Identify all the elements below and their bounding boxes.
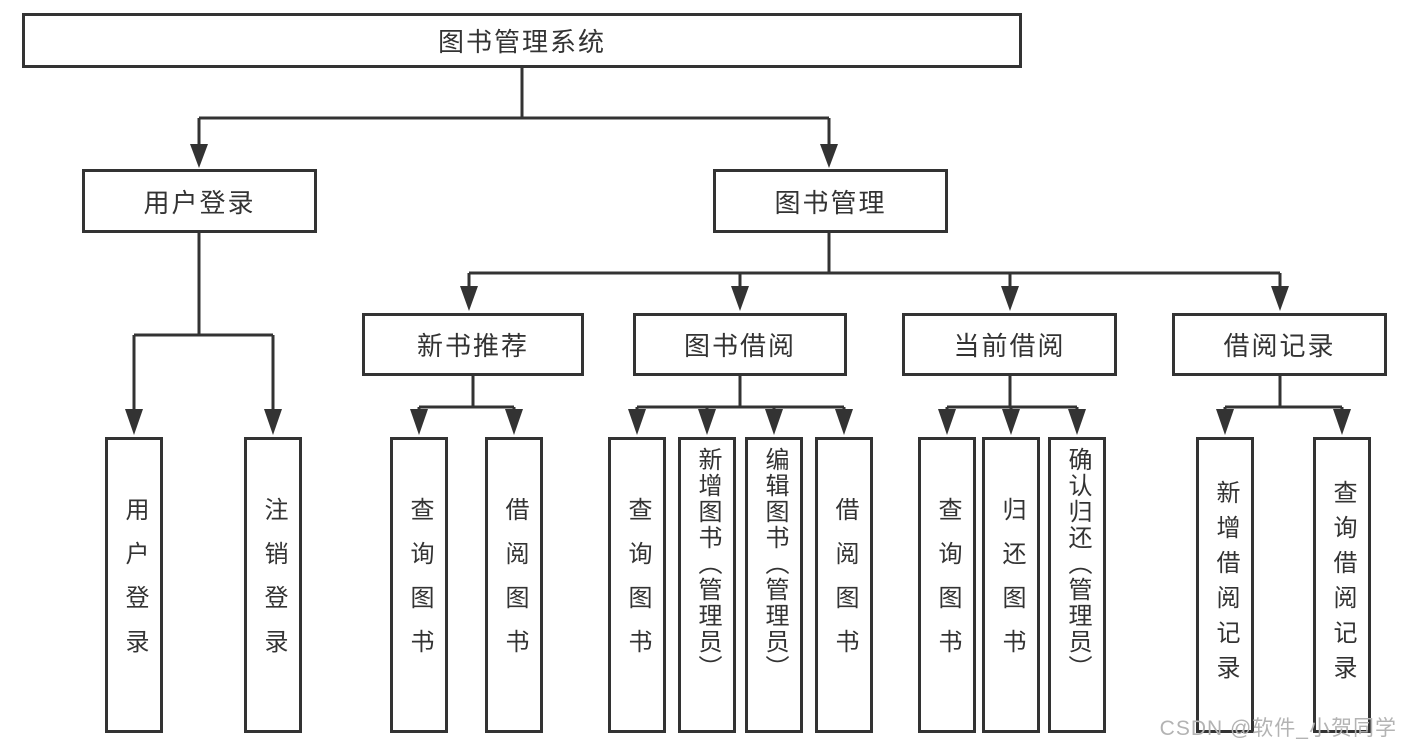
node-label: 归还图书	[998, 497, 1025, 673]
leaf-query-books-borrowing: 查询图书	[608, 437, 666, 733]
node-label: 查询借阅记录	[1329, 480, 1356, 690]
node-label: 用户登录	[121, 497, 148, 673]
leaf-return-book: 归还图书	[982, 437, 1040, 733]
leaf-confirm-return-admin: 确认归还（管理员）	[1048, 437, 1106, 733]
leaf-query-borrow-record: 查询借阅记录	[1313, 437, 1371, 733]
node-label: 借阅图书	[831, 497, 858, 673]
node-label: 新增借阅记录	[1212, 480, 1239, 690]
node-user-login: 用户登录	[82, 169, 317, 233]
node-book-borrowing: 图书借阅	[633, 313, 847, 376]
node-label: 用户登录	[143, 187, 256, 218]
node-label: 确认归还（管理员）	[1064, 447, 1091, 681]
leaf-add-borrow-record: 新增借阅记录	[1196, 437, 1254, 733]
node-label: 编辑图书（管理员）	[761, 447, 788, 681]
leaf-logout: 注销登录	[244, 437, 302, 733]
leaf-edit-book-admin: 编辑图书（管理员）	[745, 437, 803, 733]
node-label: 查询图书	[934, 497, 961, 673]
leaf-query-books-current: 查询图书	[918, 437, 976, 733]
leaf-query-books-recommend: 查询图书	[390, 437, 448, 733]
node-label: 图书管理	[774, 187, 887, 218]
leaf-borrow-books: 借阅图书	[815, 437, 873, 733]
node-library-system: 图书管理系统	[22, 13, 1022, 68]
node-label: 查询图书	[406, 497, 433, 673]
node-label: 新书推荐	[416, 331, 529, 361]
node-label: 当前借阅	[953, 331, 1066, 361]
node-current-borrowing: 当前借阅	[902, 313, 1117, 376]
node-label: 借阅图书	[501, 497, 528, 673]
node-book-management: 图书管理	[713, 169, 948, 233]
leaf-add-book-admin: 新增图书（管理员）	[678, 437, 736, 733]
csdn-watermark: CSDN @软件_小贺同学	[1159, 717, 1397, 740]
node-label: 图书管理系统	[437, 27, 606, 57]
node-label: 图书借阅	[683, 331, 796, 361]
node-new-book-recommend: 新书推荐	[362, 313, 584, 376]
node-label: 借阅记录	[1223, 331, 1336, 361]
node-label: 查询图书	[624, 497, 651, 673]
leaf-user-login: 用户登录	[105, 437, 163, 733]
leaf-borrow-books-recommend: 借阅图书	[485, 437, 543, 733]
node-label: 新增图书（管理员）	[694, 447, 721, 681]
node-borrowing-records: 借阅记录	[1172, 313, 1387, 376]
node-label: 注销登录	[260, 497, 287, 673]
